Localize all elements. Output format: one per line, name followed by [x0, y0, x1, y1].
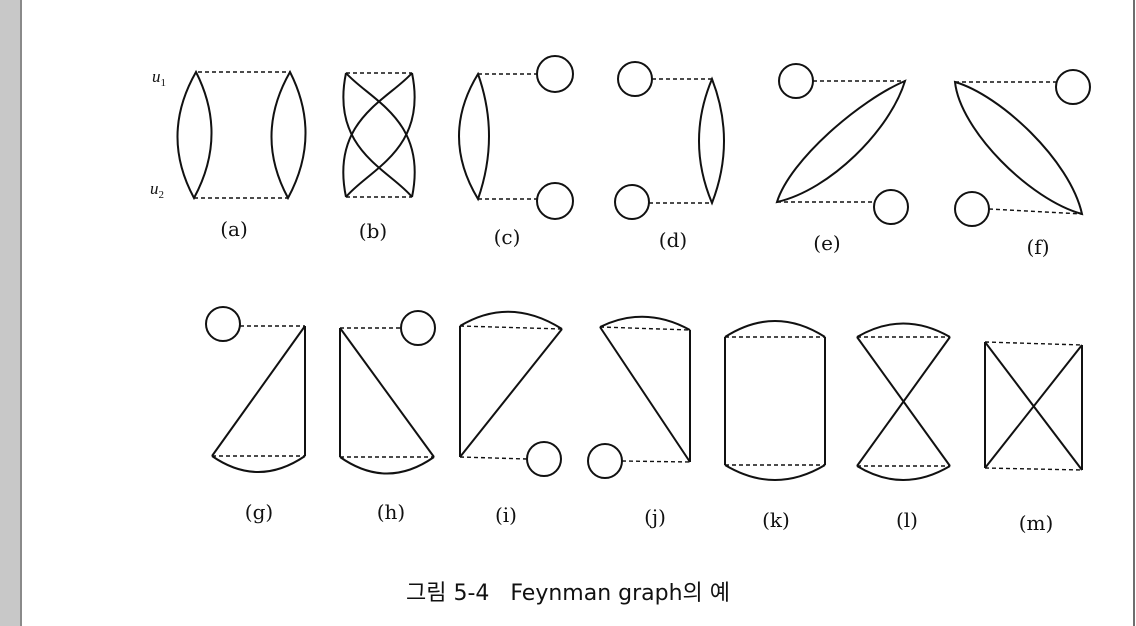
- left-margin-bar: [0, 0, 22, 626]
- graph-b: [342, 72, 416, 198]
- graph-d: [614, 61, 725, 220]
- figure-caption: 그림 5-4 Feynman graph의 예: [405, 581, 731, 606]
- graph-label-b: (b): [359, 219, 387, 243]
- graph-c: [458, 55, 574, 220]
- graph-k: [724, 320, 826, 481]
- graph-label-h: (h): [377, 500, 406, 524]
- graph-label-g: (g): [245, 500, 273, 524]
- graph-g: [205, 306, 306, 473]
- vertex-label-u1: u1: [152, 67, 166, 89]
- graph-i: [459, 310, 563, 477]
- graph-l: [856, 322, 951, 481]
- graph-label-m: (m): [1019, 511, 1054, 535]
- graph-label-i: (i): [495, 503, 517, 527]
- graph-label-f: (f): [1026, 235, 1049, 259]
- graph-label-d: (d): [659, 228, 687, 252]
- graph-m: [984, 341, 1083, 471]
- graph-a: [176, 69, 307, 201]
- graph-h: [339, 310, 436, 475]
- graph-label-k: (k): [762, 508, 790, 532]
- graph-j: [587, 315, 691, 479]
- graph-label-e: (e): [813, 231, 840, 255]
- graph-label-l: (l): [896, 508, 918, 532]
- right-margin-line: [1133, 0, 1135, 626]
- graph-f: [953, 69, 1091, 227]
- graph-e: [775, 63, 909, 225]
- vertex-label-u2: u2: [150, 179, 164, 201]
- graph-label-c: (c): [494, 225, 521, 249]
- graph-label-a: (a): [220, 217, 248, 241]
- graph-label-j: (j): [644, 505, 666, 529]
